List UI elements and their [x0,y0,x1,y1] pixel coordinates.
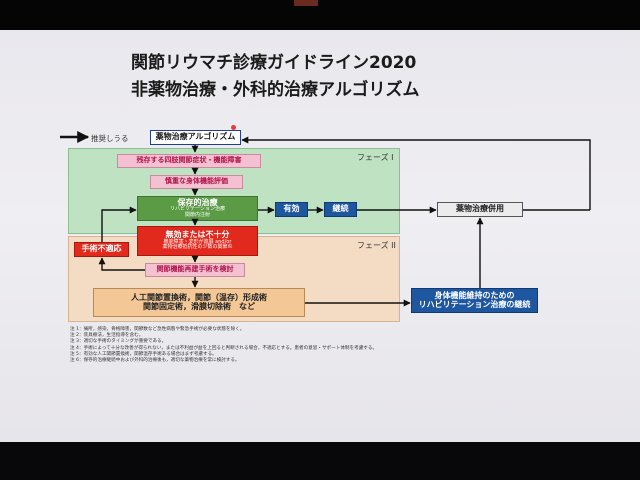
legend-recommend-label: 推奨しうる [91,134,129,143]
conservative-treatment-box: 保存的治療 リハビリテーション治療 関節内注射 [137,196,258,221]
continue-box: 継続 [324,202,357,217]
footnote-5: 注 5：有効な人工関節置換術，関節温存手術ある場合はまず考慮する。 [70,351,217,357]
monitor-bottom-bezel [0,442,640,480]
monitor-indicator-light [294,0,318,6]
reconstruction-surgery-box: 関節機能再建手術を検討 [145,263,245,277]
rehab-continuation-line1: 身体機能維持のための [434,290,515,300]
effective-box: 有効 [275,202,308,217]
footnote-3: 注 3：適切な手術のタイミングが重要である。 [70,339,167,345]
combined-drug-therapy-box: 薬物治療併用 [437,202,523,217]
conservative-treatment-title: 保存的治療 [177,197,218,207]
footnote-2: 注 2：装具療法，生活指導を含む。 [70,333,144,339]
rehab-continuation-box: 身体機能維持のための リハビリテーション治療の継続 [411,288,538,313]
footnotes: 注 1：痛所，感染，骨格障害，関節数など急性病態や緊急手術が必要な状態を除く。 … [70,327,377,364]
surgical-procedures-line2: 関節固定術，滑膜切除術 など [143,301,255,311]
monitor-top-bezel [0,0,640,30]
drug-algorithm-box: 薬物治療アルゴリズム [150,130,241,145]
ineffective-sub1: 機能障害・変形が進展 and/or [163,238,232,245]
slide-title-line2: 非薬物治療・外科的治療アルゴリズム [131,80,420,100]
careful-evaluation-box: 慎重な身体機能評価 [150,175,243,189]
ineffective-sub2: 薬物治療抵抗性の少数の関節炎 [162,244,233,251]
conservative-treatment-sub1: リハビリテーション治療 [170,206,225,213]
flow-arrows [60,131,591,307]
surgical-procedures-line1: 人工関節置換術，関節（温存）形成術 [131,292,267,302]
pointer-dot [231,125,236,130]
footnote-6: 注 6：保存的治療継続中および外科的治療後も，適切な薬物治療を常に検討する。 [70,358,240,364]
phase1-label: フェーズ I [357,153,394,162]
ineffective-box: 無効または不十分 機能障害・変形が進展 and/or 薬物治療抵抗性の少数の関節… [137,226,258,256]
surgical-procedures-box: 人工関節置換術，関節（温存）形成術 関節固定術，滑膜切除術 など [93,288,305,317]
slide-title-line1: 関節リウマチ診療ガイドライン2020 [131,53,417,73]
ineffective-title: 無効または不十分 [165,230,230,240]
surgery-unsuitable-box: 手術不適応 [74,242,129,257]
conservative-treatment-sub2: 関節内注射 [184,211,210,218]
phase2-label: フェーズ II [357,241,396,250]
footnote-1: 注 1：痛所，感染，骨格障害，関節数など急性病態や緊急手術が必要な状態を除く。 [70,327,245,332]
footnote-4: 注 4：手術によって十分な改善が得られない，または不利益が益を上回ると判断される… [70,345,378,351]
rehab-continuation-line2: リハビリテーション治療の継続 [418,299,531,309]
residual-symptoms-box: 残存する四肢関節症状・機能障害 [117,154,261,168]
presentation-slide: 関節リウマチ診療ガイドライン2020 非薬物治療・外科的治療アルゴリズム フェー… [0,30,640,442]
